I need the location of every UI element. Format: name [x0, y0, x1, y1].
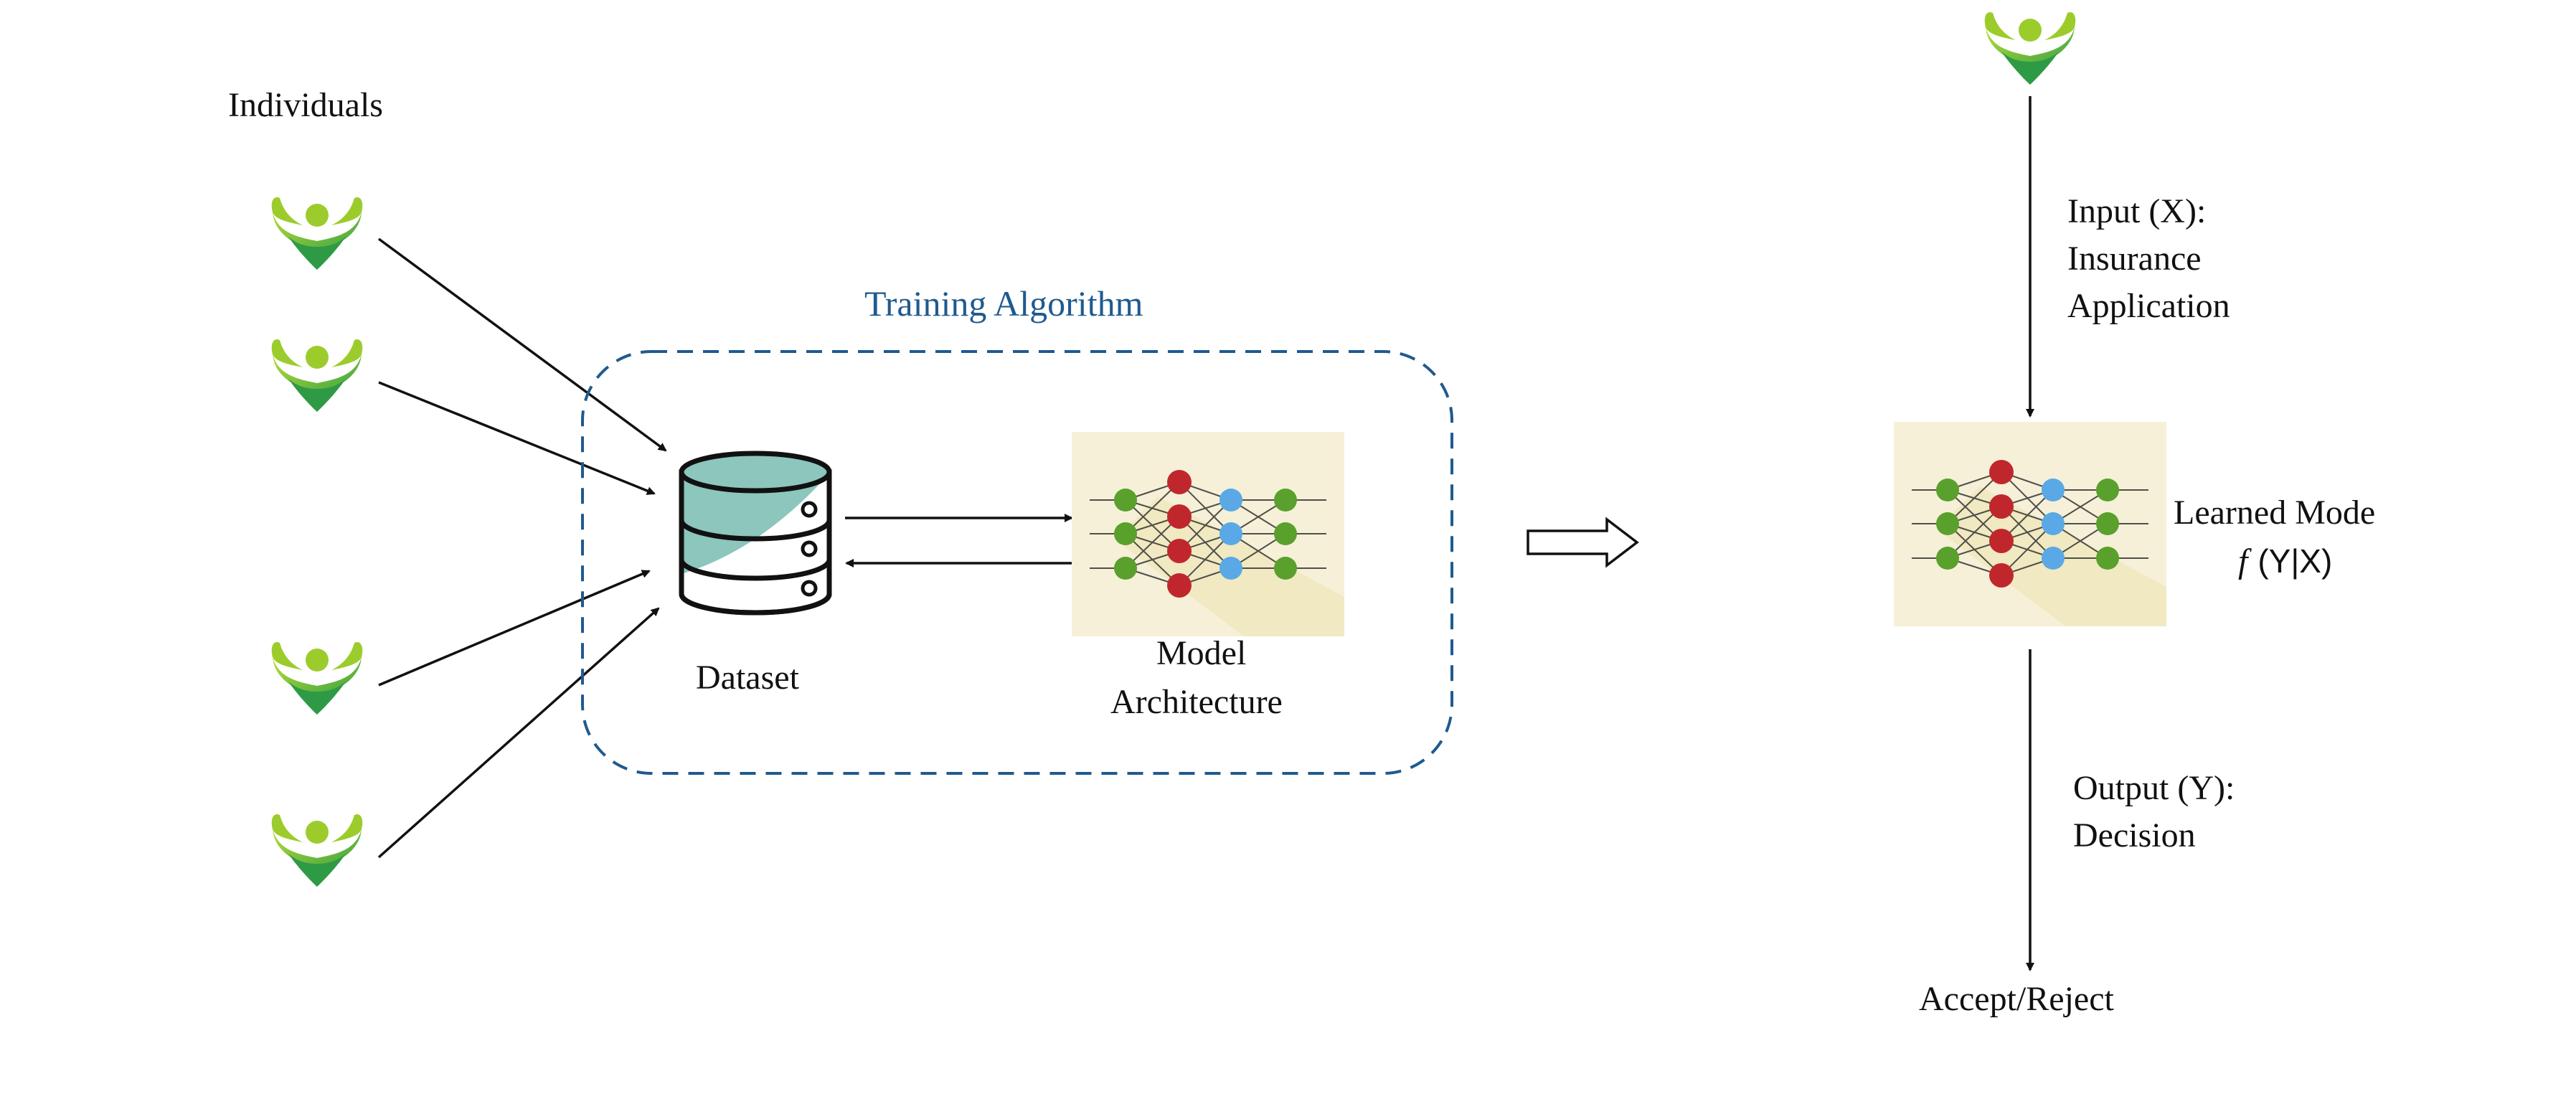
accept-reject-label: Accept/Reject	[1919, 980, 2115, 1018]
learned-model-label-line1: Learned Mode	[2174, 494, 2375, 532]
hollow-right-arrow-icon	[1527, 517, 1639, 568]
input-label-line1: Input (X):	[2067, 192, 2206, 230]
output-label-line2: Decision	[2073, 816, 2196, 854]
person-icon	[1984, 11, 2076, 85]
learned-model-network-icon	[1893, 421, 2167, 627]
learned-model-f: f	[2238, 542, 2252, 580]
neural-network-icon	[1071, 431, 1345, 637]
model-architecture-label-line1: Model	[1156, 634, 1246, 672]
individual-to-dataset-arrows	[377, 237, 667, 859]
input-label-line3: Application	[2067, 287, 2230, 325]
person-icon	[271, 641, 363, 715]
person-icon	[271, 814, 363, 887]
arrow	[377, 237, 667, 452]
individuals-label: Individuals	[228, 86, 383, 124]
dataset-label: Dataset	[696, 659, 800, 697]
learned-model-formula: f (Y|X)	[2238, 542, 2332, 580]
learned-model-expr: (Y|X)	[2257, 542, 2332, 580]
training-algorithm-label: Training Algorithm	[864, 283, 1143, 324]
arrow	[378, 570, 651, 687]
arrow	[377, 607, 660, 859]
output-label-line1: Output (Y):	[2073, 769, 2235, 807]
arrow	[378, 381, 656, 495]
person-icon	[271, 197, 363, 270]
training-algorithm-box	[581, 350, 1453, 775]
input-label-line2: Insurance	[2067, 240, 2202, 278]
model-architecture-label-line2: Architecture	[1110, 683, 1283, 721]
database-icon	[679, 451, 832, 616]
person-icon	[271, 339, 363, 412]
